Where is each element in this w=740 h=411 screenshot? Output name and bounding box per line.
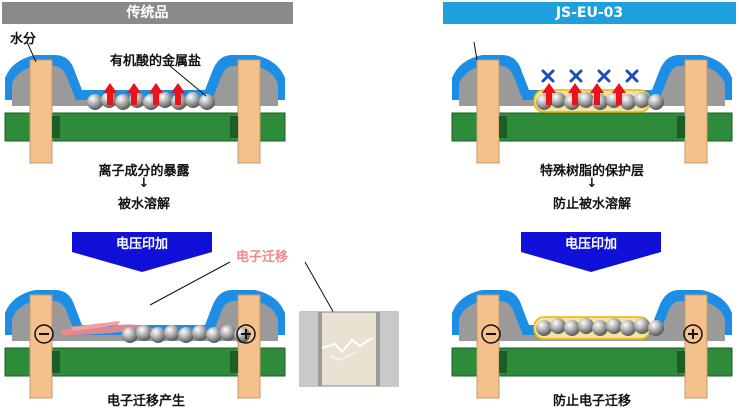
x-mark-icon (541, 69, 639, 83)
voltage-arrow-left (72, 232, 212, 272)
header-conventional: 传统品 (2, 2, 293, 24)
right-voltage-label: 电压印加 (564, 237, 618, 252)
voltage-arrow-right (521, 232, 661, 272)
right-arrow-down: ↓ (586, 176, 598, 191)
photo-pointer (304, 261, 336, 316)
right-bottom-assembly (451, 289, 733, 399)
left-result: 电子迁移产生 (106, 394, 186, 409)
salt-label: 有机酸的金属盐 (110, 54, 202, 69)
right-caption-2: 防止被水溶解 (552, 197, 632, 212)
left-voltage-label: 电压印加 (115, 237, 169, 252)
migration-label: 电子迁移 (236, 250, 289, 265)
left-caption-1: 离子成分的暴露 (98, 164, 190, 179)
migration-photo (299, 311, 399, 387)
header-js-eu-03: JS-EU-03 (443, 2, 736, 24)
left-top-assembly (4, 41, 286, 164)
left-arrow-down: ↓ (138, 176, 150, 191)
water-label: 水分 (10, 32, 37, 47)
right-caption-1: 特殊树脂的保护层 (539, 164, 645, 179)
right-result: 防止电子迁移 (552, 394, 632, 409)
solder-ball-icon (87, 92, 215, 110)
solder-ball-icon (536, 318, 664, 336)
left-bottom-assembly (4, 289, 286, 399)
right-top-assembly (451, 41, 733, 164)
migration-pointer (149, 261, 231, 306)
solder-ball-icon (122, 325, 250, 343)
left-caption-2: 被水溶解 (117, 197, 171, 212)
